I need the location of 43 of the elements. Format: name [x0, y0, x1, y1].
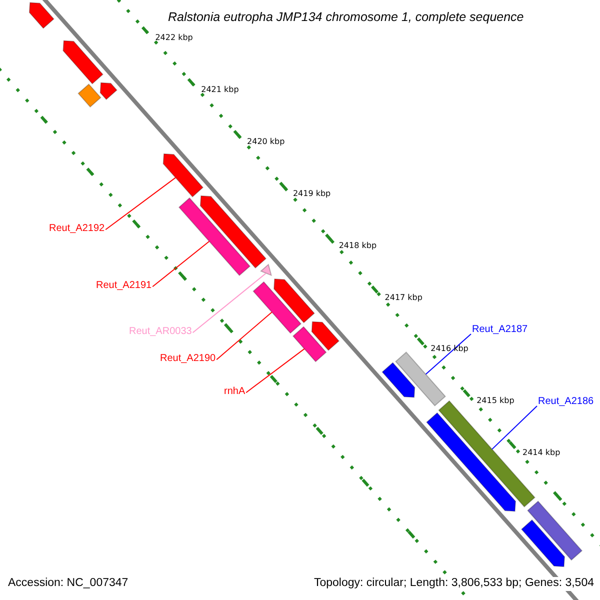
tick-label: 2422 kbp: [155, 33, 193, 43]
title: Ralstonia eutropha JMP134 chromosome 1, complete sequence: [168, 10, 524, 25]
gene-feature: [426, 412, 516, 512]
tick-label: 2420 kbp: [247, 136, 285, 147]
gene-label: Reut_A2190: [160, 353, 216, 365]
leader-line: [425, 334, 472, 375]
gene-label: Reut_A2186: [538, 396, 594, 408]
leader-line: [492, 406, 538, 450]
gene-block: [252, 281, 302, 334]
leader-line: [246, 348, 305, 394]
leader-line: [216, 312, 272, 360]
gene-feature: [273, 278, 315, 324]
gene-label: Reut_AR0033: [129, 326, 192, 338]
gene-block: [178, 197, 251, 276]
gene-marker: [260, 264, 272, 276]
gene-feature: [28, 2, 54, 29]
gene-feature: [311, 321, 340, 351]
tick-label: 2414 kbp: [522, 448, 560, 458]
gene-block: [527, 500, 583, 561]
leader-line: [192, 273, 266, 334]
leader-line: [105, 177, 176, 230]
tick-label: 2415 kbp: [476, 396, 514, 406]
tick-label: 2417 kbp: [384, 292, 422, 302]
footer-text: Accession: NC_007347: [8, 577, 128, 591]
gene-label: Reut_A2192: [49, 223, 105, 235]
gene-feature: [162, 153, 204, 198]
gene-block: [78, 84, 102, 108]
gene-label: Reut_A2191: [96, 280, 152, 292]
gene-label: Reut_A2187: [472, 324, 528, 336]
gene-feature: [520, 519, 566, 568]
tick-label: 2421 kbp: [201, 85, 239, 95]
gene-feature: [382, 362, 416, 398]
gene-feature: [62, 40, 104, 84]
gene-feature: [200, 195, 267, 269]
footer-text: Topology: circular; Length: 3,806,533 bp; Genes: 3,504: [314, 577, 594, 591]
tick-label: 2419 kbp: [292, 188, 331, 198]
gene-feature: [100, 82, 118, 100]
leader-line: [152, 240, 210, 288]
tick-label: 2418 kbp: [338, 240, 377, 250]
gene-block: [395, 352, 446, 406]
gene-block: [292, 326, 327, 362]
gene-label: rnhA: [224, 386, 246, 398]
tick-label: 2416 kbp: [430, 344, 468, 354]
